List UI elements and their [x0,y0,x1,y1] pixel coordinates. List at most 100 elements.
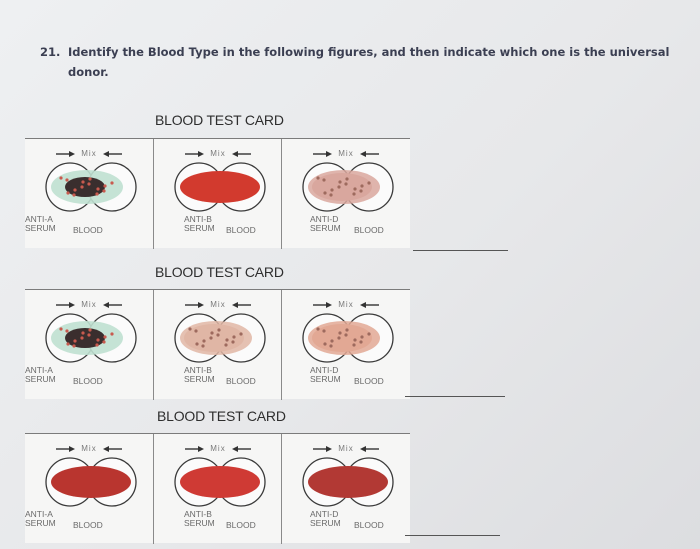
serum-name: ANTI-A [25,365,53,375]
serum-word: SERUM [184,518,215,528]
mix-label: Mix [81,149,97,158]
blood-sample-clump [312,324,372,352]
blood-label: BLOOD [354,376,384,386]
mix-label: Mix [210,149,226,158]
agglutination-speck [59,176,63,180]
answer-blank-1[interactable] [413,250,508,251]
blood-sample-clump [184,324,244,352]
mix-indicator: Mix [154,300,282,309]
agglutination-speck [225,338,229,342]
serum-word: SERUM [310,518,341,528]
arrow-left-icon [231,301,251,308]
agglutination-speck [72,193,76,197]
agglutination-speck [344,333,348,337]
agglutination-speck [81,331,85,335]
arrow-left-icon [102,301,122,308]
agglutination-speck [80,336,84,340]
agglutination-speck [188,327,192,331]
agglutination-speck [329,193,333,197]
blood-label: BLOOD [354,520,384,530]
blood-label: BLOOD [226,225,256,235]
agglutination-speck [337,336,341,340]
serum-word: SERUM [184,374,215,384]
arrow-right-icon [56,150,76,157]
agglutination-speck [95,192,99,196]
arrow-left-icon [231,445,251,452]
agglutination-speck [87,333,91,337]
serum-word: SERUM [184,223,215,233]
question-line-1: Identify the Blood Type in the following… [68,45,670,59]
blood-label: BLOOD [73,376,103,386]
arrow-right-icon [56,301,76,308]
agglutination-speck [353,338,357,342]
sample-well [174,313,266,363]
mix-label: Mix [210,444,226,453]
arrow-left-icon [359,150,379,157]
agglutination-speck [359,340,363,344]
agglutination-speck [73,339,77,343]
answer-blank-2[interactable] [405,396,505,397]
arrow-right-icon [313,445,333,452]
mix-label: Mix [338,300,354,309]
arrow-right-icon [185,445,205,452]
mix-indicator: Mix [25,300,153,309]
arrow-left-icon [102,150,122,157]
agglutination-speck [330,339,334,343]
agglutination-speck [322,329,326,333]
agglutination-speck [330,188,334,192]
agglutination-speck [110,332,114,336]
answer-blank-3[interactable] [405,535,500,536]
serum-word: SERUM [25,374,56,384]
serum-word: SERUM [25,223,56,233]
arrow-right-icon [313,301,333,308]
mix-label: Mix [210,300,226,309]
agglutination-speck [195,342,199,346]
sample-well [45,162,137,212]
agglutination-speck [202,339,206,343]
serum-word: SERUM [310,223,341,233]
arrow-right-icon [185,301,205,308]
agglutination-speck [323,191,327,195]
agglutination-speck [87,182,91,186]
question-line-2: donor. [68,65,109,79]
agglutination-speck [224,343,228,347]
agglutination-speck [231,340,235,344]
agglutination-speck [59,327,63,331]
agglutination-speck [337,185,341,189]
agglutination-speck [81,180,85,184]
agglutination-speck [367,181,371,185]
blood-sample-clump [65,328,105,348]
agglutination-speck [239,332,243,336]
blood-label: BLOOD [354,225,384,235]
agglutination-speck [345,328,349,332]
agglutination-speck [360,335,364,339]
blood-label: BLOOD [226,520,256,530]
agglutination-speck [210,331,214,335]
sample-well [302,457,394,507]
sample-well [45,313,137,363]
mix-indicator: Mix [282,149,410,158]
agglutination-speck [338,331,342,335]
blood-sample-smooth [51,466,131,498]
agglutination-speck [367,332,371,336]
blood-label: BLOOD [73,225,103,235]
mix-indicator: Mix [25,444,153,453]
agglutination-speck [209,336,213,340]
agglutination-speck [80,185,84,189]
agglutination-speck [65,178,69,182]
